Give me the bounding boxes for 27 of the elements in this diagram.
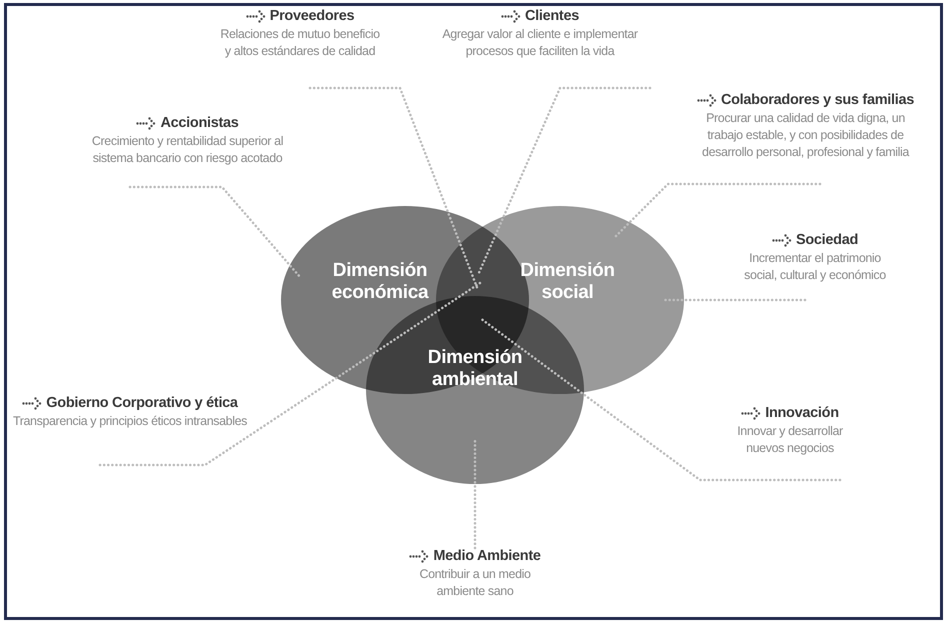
stakeholder-description: Procurar una calidad de vida digna, un trabajo estable, y con posibilidades de desarrollo personal, profesional y familia: [701, 110, 910, 161]
stakeholder-description: Transparencia y principios éticos intransables: [12, 413, 248, 430]
stakeholder-heading: Sociedad: [796, 232, 858, 248]
leader-line: [614, 182, 822, 238]
stakeholder-heading: Accionistas: [160, 115, 239, 131]
leader-line: [664, 298, 806, 302]
leader-line: [478, 316, 842, 482]
circle-label: Dimensión económica: [330, 260, 430, 304]
leader-line: [308, 86, 480, 292]
stakeholder-heading: Medio Ambiente: [433, 548, 541, 564]
stakeholder-description: Incrementar el patrimonio social, cultural y económico: [743, 250, 887, 284]
stakeholder-heading: Innovación: [765, 405, 839, 421]
stakeholder-description: Agregar valor al cliente e implementar procesos que faciliten la vida: [441, 26, 639, 60]
stakeholder-description: Innovar y desarrollar nuevos negocios: [736, 423, 844, 457]
circle-label: Dimensión social: [519, 260, 616, 304]
leader-line: [476, 86, 652, 276]
stakeholder-heading: Clientes: [524, 8, 579, 24]
stakeholder-description: Crecimiento y rentabilidad superior al sistema bancario con riesgo acotado: [90, 133, 284, 167]
circle-label: Dimensión ambiental: [426, 347, 524, 391]
stakeholder-description: Relaciones de mutuo beneficio y altos estándares de calidad: [219, 26, 381, 60]
leader-line: [474, 438, 476, 550]
leader-line: [128, 186, 302, 278]
stakeholder-heading: Proveedores: [270, 8, 354, 24]
stakeholder-heading: Gobierno Corporativo y ética: [46, 395, 238, 411]
stakeholder-heading: Colaboradores y sus familias: [720, 92, 914, 108]
stakeholder-description: Contribuir a un medio ambiente sano: [418, 566, 532, 600]
leader-line: [98, 282, 482, 466]
